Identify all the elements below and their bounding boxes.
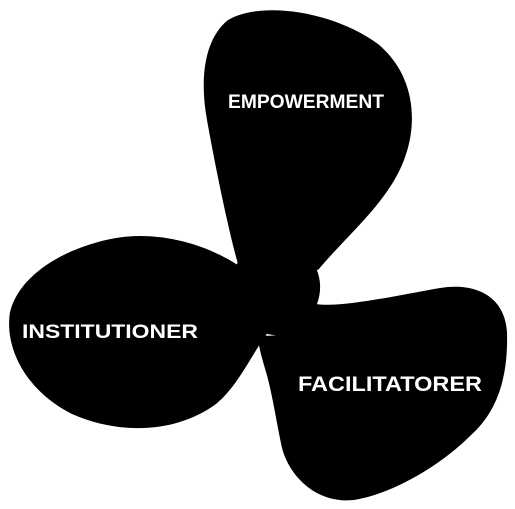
blade-label-left: INSTITUTIONER	[22, 322, 198, 343]
blade-right	[258, 286, 508, 501]
propeller-shape	[9, 10, 508, 501]
blade-top	[203, 10, 412, 270]
blade-label-top: EMPOWERMENT	[228, 92, 384, 113]
blade-label-right: FACILITATORER	[298, 373, 482, 396]
blade-left	[9, 236, 268, 429]
